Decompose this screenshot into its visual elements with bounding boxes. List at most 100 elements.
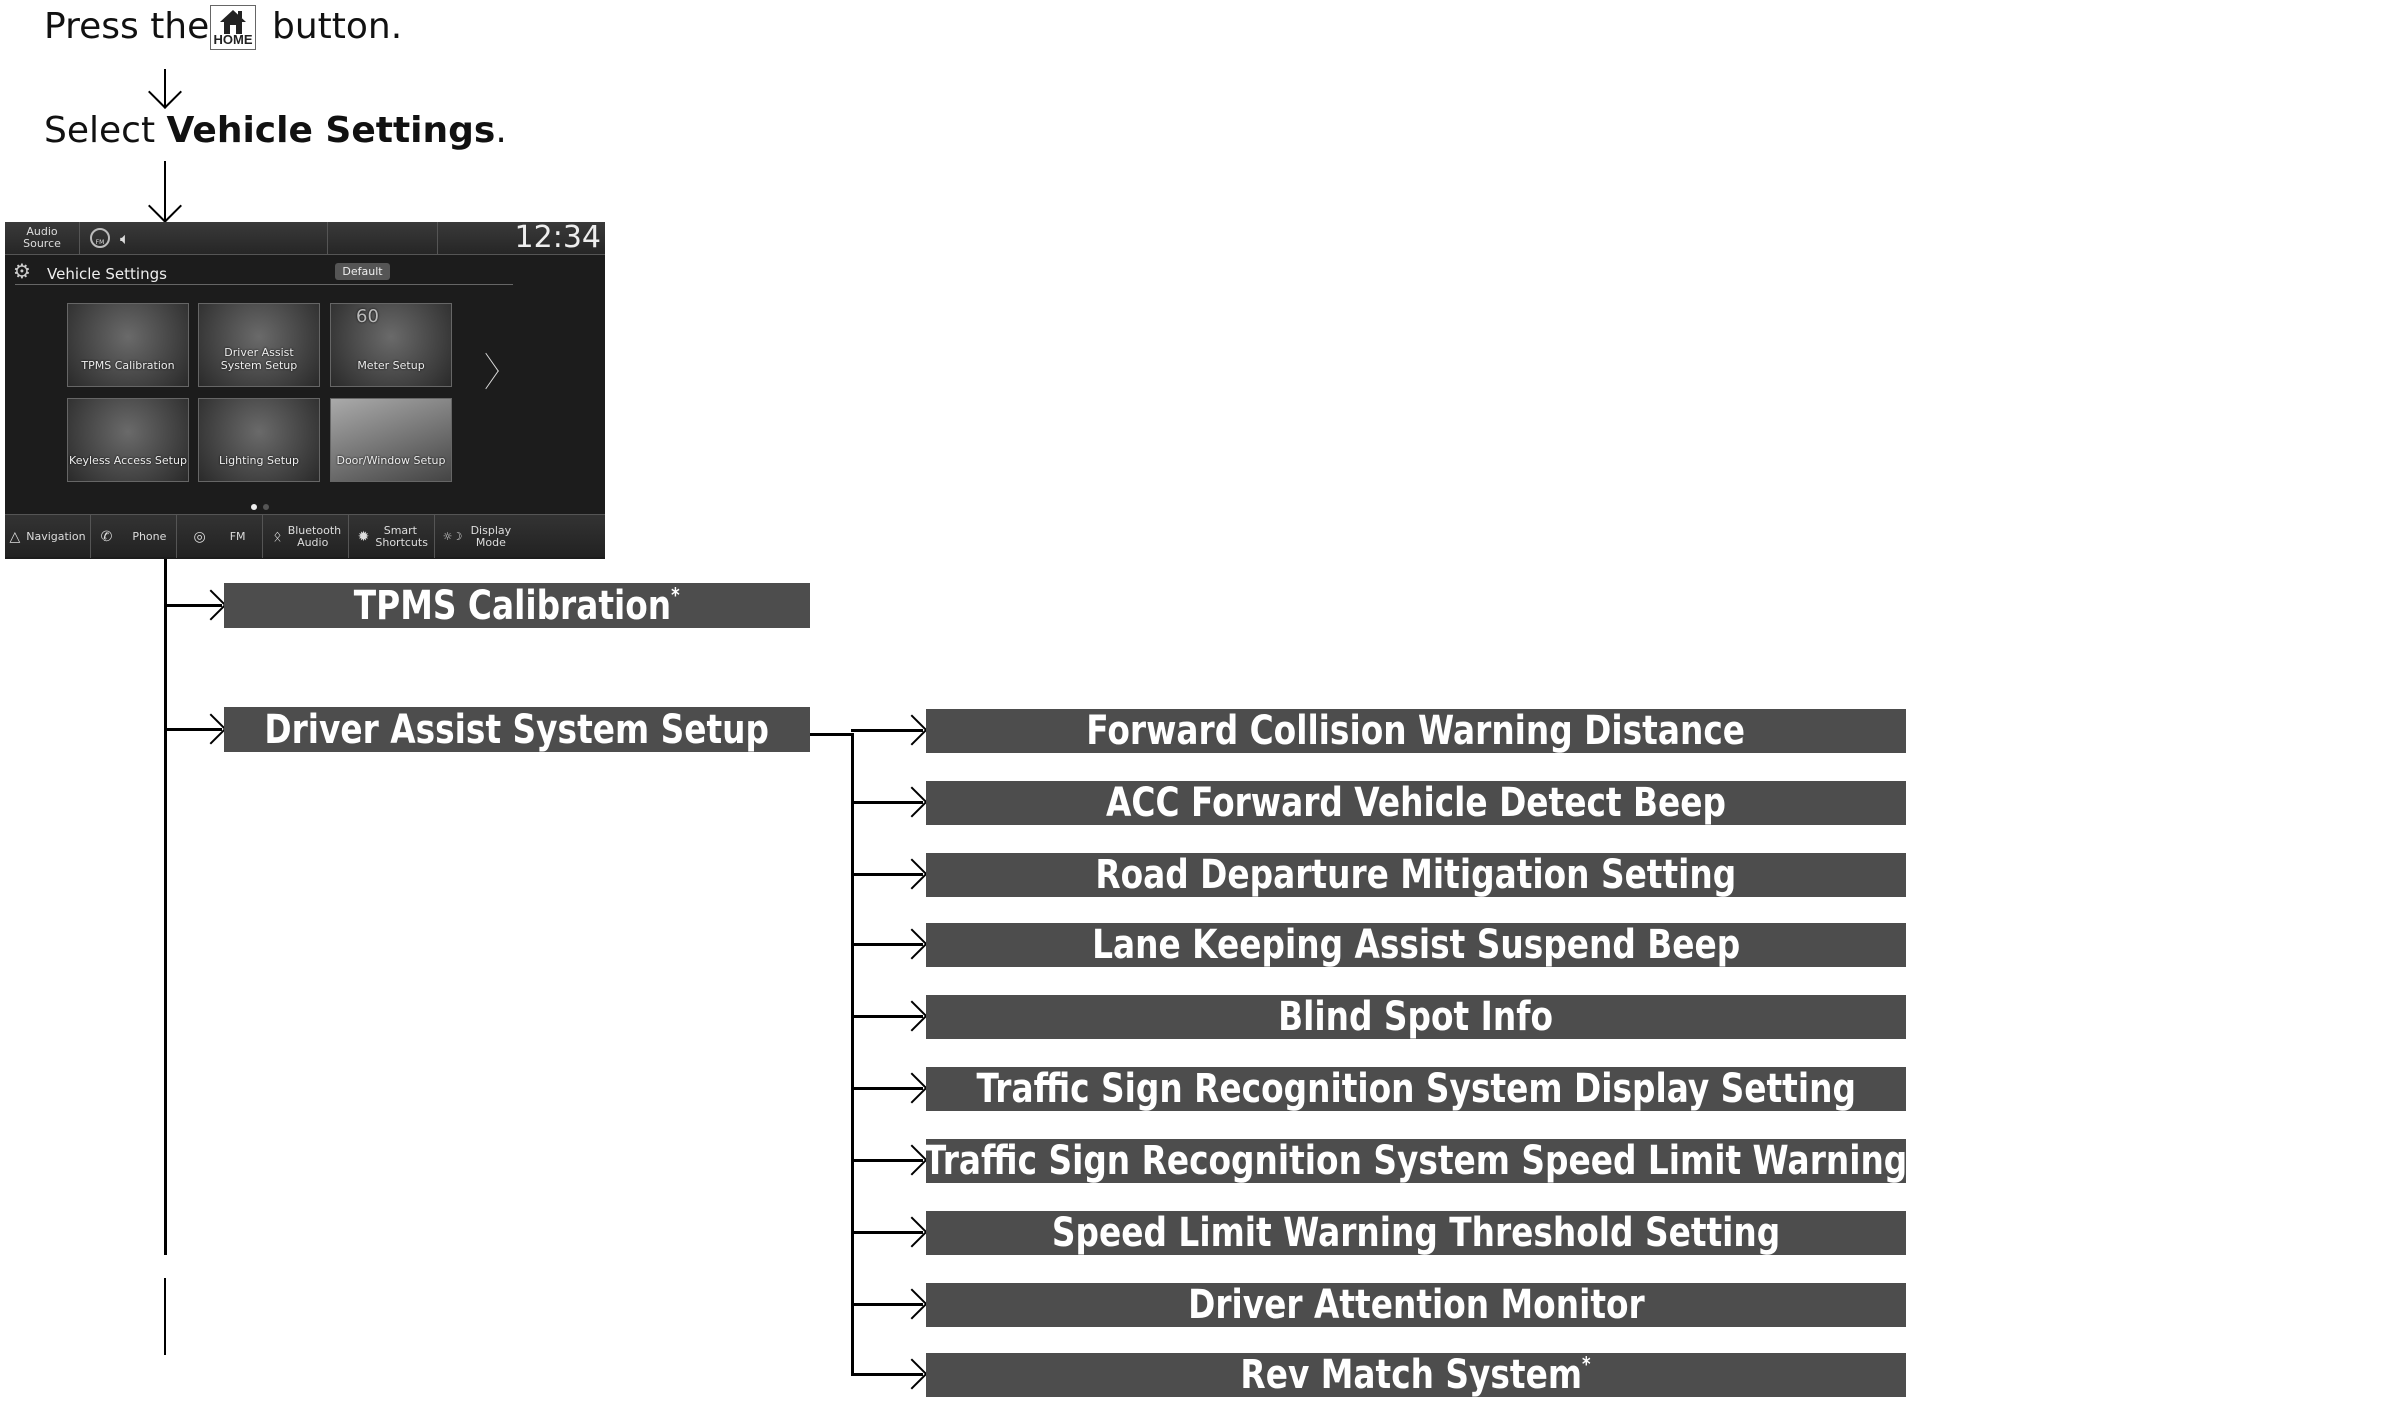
menu-item-acc-forward-vehicle-detect-beep[interactable]: ACC Forward Vehicle Detect Beep <box>926 781 1906 825</box>
audio-source-button[interactable]: Audio Source <box>5 222 80 255</box>
clock: 12:34 <box>514 222 601 255</box>
menu-item-road-departure-mitigation-setting[interactable]: Road Departure Mitigation Setting <box>926 853 1906 897</box>
instruction-target: Vehicle Settings <box>166 110 496 151</box>
right-arrow-icon <box>896 1358 928 1390</box>
menu-item-blind-spot-info[interactable]: Blind Spot Info <box>926 995 1906 1039</box>
button-label: FM <box>229 529 246 543</box>
settings-gear-icon: ⚙ <box>13 259 31 283</box>
subtree-line <box>851 733 854 1375</box>
shortcuts-icon: ✹ <box>357 528 370 545</box>
right-arrow-icon <box>896 1000 928 1032</box>
speaker-icon: 🔈︎ <box>120 229 130 248</box>
phone-button[interactable]: ✆ Phone <box>91 515 177 558</box>
menu-label: TPMS Calibration <box>354 583 672 628</box>
menu-label: Driver Assist System Setup <box>264 707 770 752</box>
branch-line <box>851 1159 923 1162</box>
menu-label: Driver Attention Monitor <box>1187 1283 1645 1327</box>
branch-line <box>851 1231 923 1234</box>
tile-lighting-setup[interactable]: Lighting Setup <box>198 398 320 482</box>
branch-line <box>851 1015 923 1018</box>
menu-label: Traffic Sign Recognition System Display … <box>976 1067 1856 1111</box>
branch-line <box>851 873 923 876</box>
phone-icon: ✆ <box>100 528 113 545</box>
audio-source-label: Audio <box>26 225 58 238</box>
tile-label: TPMS Calibration <box>81 359 175 372</box>
fm-button[interactable]: ◎ FM <box>177 515 263 558</box>
down-arrow-icon <box>148 189 182 223</box>
page-dot-active <box>251 504 257 510</box>
smart-shortcuts-button[interactable]: ✹ Smart Shortcuts <box>349 515 435 558</box>
right-arrow-icon <box>896 928 928 960</box>
display-mode-button[interactable]: ☼☽ Display Mode <box>435 515 521 558</box>
branch-line <box>851 1087 923 1090</box>
right-arrow-icon <box>195 589 227 621</box>
right-arrow-icon <box>896 714 928 746</box>
navigation-button[interactable]: △Navigation <box>5 515 91 558</box>
audio-source-label: Source <box>23 237 61 250</box>
branch-line <box>164 728 222 731</box>
home-label: HOME <box>213 32 253 47</box>
menu-label: Traffic Sign Recognition System Speed Li… <box>926 1139 1906 1183</box>
vehicle-settings-screen: Audio Source FM 🔈︎ 12:34 ⚙ Vehicle Setti… <box>5 222 605 559</box>
asterisk: * <box>1582 1353 1592 1376</box>
right-arrow-icon <box>896 786 928 818</box>
screen-title: Vehicle Settings <box>47 265 167 283</box>
status-area <box>328 222 438 255</box>
menu-item-driver-attention-monitor[interactable]: Driver Attention Monitor <box>926 1283 1906 1327</box>
button-label: Display Mode <box>470 523 512 549</box>
tree-trunk-line <box>164 1278 166 1355</box>
navigation-icon: △ <box>9 528 21 545</box>
radio-icon: ◎ <box>193 528 206 545</box>
tile-label: Door/Window Setup <box>336 454 446 467</box>
default-button[interactable]: Default <box>335 263 390 280</box>
tile-driver-assist-system-setup[interactable]: Driver Assist System Setup <box>198 303 320 387</box>
menu-label: Blind Spot Info <box>1278 995 1554 1039</box>
tile-label: Keyless Access Setup <box>69 454 187 467</box>
menu-item-forward-collision-warning-distance[interactable]: Forward Collision Warning Distance <box>926 709 1906 753</box>
asterisk: * <box>671 583 680 607</box>
menu-label: Road Departure Mitigation Setting <box>1095 853 1737 897</box>
fm-badge: FM <box>95 239 105 246</box>
tile-keyless-access-setup[interactable]: Keyless Access Setup <box>67 398 189 482</box>
button-label: Smart Shortcuts <box>375 523 428 549</box>
page-dot <box>263 504 269 510</box>
press-home-instruction: Press the <box>44 6 209 47</box>
branch-line <box>164 604 222 607</box>
tile-door-window-setup[interactable]: Door/Window Setup <box>330 398 452 482</box>
flow-arrow-line <box>164 69 166 107</box>
fm-radio-icon: FM <box>90 228 110 248</box>
flow-arrow-line <box>164 161 166 221</box>
menu-item-driver-assist-system-setup[interactable]: Driver Assist System Setup <box>224 707 810 752</box>
branch-line <box>851 729 923 732</box>
down-arrow-icon <box>148 75 182 109</box>
branch-line <box>851 1303 923 1306</box>
menu-item-traffic-sign-recognition-system-speed-limit-warning[interactable]: Traffic Sign Recognition System Speed Li… <box>926 1139 1906 1183</box>
right-arrow-icon <box>896 858 928 890</box>
menu-item-lane-keeping-assist-suspend-beep[interactable]: Lane Keeping Assist Suspend Beep <box>926 923 1906 967</box>
tile-tpms-calibration[interactable]: TPMS Calibration <box>67 303 189 387</box>
menu-item-tpms-calibration[interactable]: TPMS Calibration* <box>224 583 810 628</box>
branch-line <box>851 801 923 804</box>
right-arrow-icon <box>896 1216 928 1248</box>
instruction-text: Select <box>44 110 156 151</box>
next-page-chevron-icon[interactable] <box>473 352 499 390</box>
display-mode-icon: ☼☽ <box>442 529 463 543</box>
tile-label: Meter Setup <box>357 359 425 372</box>
menu-item-speed-limit-warning-threshold-setting[interactable]: Speed Limit Warning Threshold Setting <box>926 1211 1906 1255</box>
select-vehicle-settings-instruction: Select Vehicle Settings. <box>44 110 507 151</box>
status-bar: Audio Source FM 🔈︎ 12:34 <box>5 222 605 255</box>
button-label: Phone <box>132 529 167 543</box>
right-arrow-icon <box>195 713 227 745</box>
menu-label: Lane Keeping Assist Suspend Beep <box>1091 923 1741 967</box>
menu-item-rev-match-system[interactable]: Rev Match System* <box>926 1353 1906 1397</box>
right-arrow-icon <box>896 1072 928 1104</box>
menu-item-traffic-sign-recognition-system-display-setting[interactable]: Traffic Sign Recognition System Display … <box>926 1067 1906 1111</box>
tile-label: Lighting Setup <box>219 454 299 467</box>
branch-line <box>851 1373 923 1376</box>
instruction-text: Press the <box>44 6 210 47</box>
tree-trunk-line <box>164 559 167 1255</box>
bluetooth-icon: ᛟ <box>273 528 282 545</box>
tile-meter-setup[interactable]: 60 Meter Setup <box>330 303 452 387</box>
